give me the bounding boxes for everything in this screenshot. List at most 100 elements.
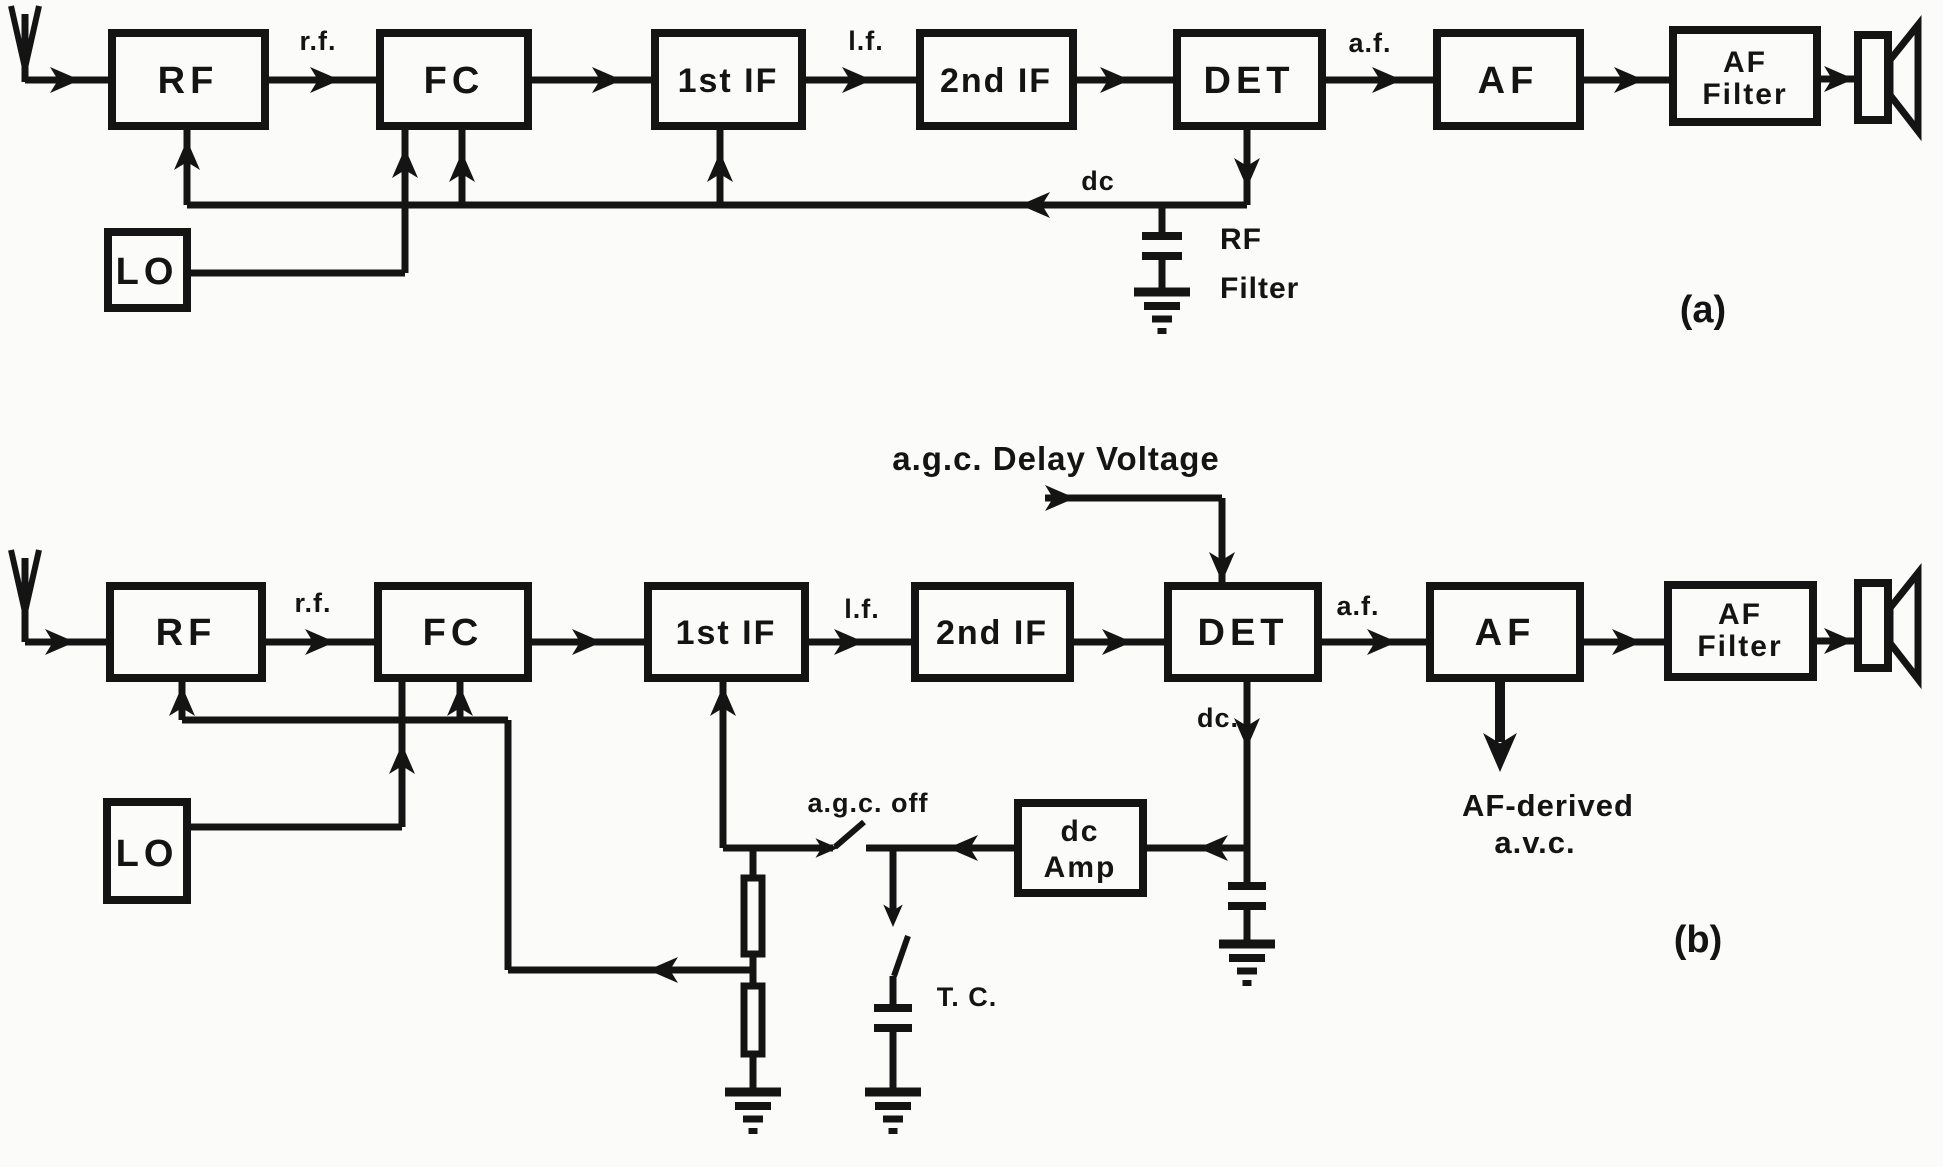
resistor-body	[740, 874, 766, 958]
block-1st-if-b	[644, 582, 809, 682]
switch-icon	[833, 819, 866, 850]
resistor-icon	[740, 848, 766, 1092]
caption-b: (b)	[1674, 919, 1723, 961]
antenna-icon	[8, 5, 42, 82]
block-label-rf-b: RF	[156, 612, 217, 654]
resistor-body	[740, 982, 766, 1058]
arrowhead	[1614, 67, 1644, 93]
ground-icon	[1219, 939, 1275, 986]
arrowhead	[174, 140, 200, 170]
ground-icon	[725, 1087, 781, 1134]
block-label-lo-b: LO	[116, 833, 179, 875]
switch-blade	[833, 819, 866, 850]
caption-a: (a)	[1680, 289, 1726, 331]
diagram-b: RF FC 1st IF 2nd IF DET AF AF Filter LO …	[8, 440, 1922, 1134]
label-af-signal-b: a.f.	[1336, 591, 1379, 621]
arrowhead	[1198, 835, 1228, 861]
block-det-a	[1173, 29, 1326, 130]
arrowhead	[834, 629, 864, 655]
arrowhead	[1372, 67, 1402, 93]
block-label-det-b: DET	[1198, 612, 1289, 654]
block-label-af-b: AF	[1475, 612, 1536, 654]
block-dc-amp	[1014, 799, 1147, 897]
block-label-2nd-if-b: 2nd IF	[936, 614, 1048, 652]
block-1st-if-a	[651, 29, 806, 130]
arrowhead	[710, 686, 736, 716]
tc-branch	[874, 848, 912, 1092]
arrowhead	[707, 152, 733, 182]
arrowhead	[449, 152, 475, 182]
arrowhead	[592, 67, 622, 93]
arrowhead	[392, 148, 418, 178]
block-det-b	[1164, 582, 1322, 682]
block-lo-b	[103, 798, 191, 904]
arrowhead	[1483, 733, 1517, 772]
arrowhead	[310, 67, 340, 93]
arrowhead	[50, 67, 80, 93]
arrowhead	[1234, 718, 1260, 748]
block-2nd-if-b	[911, 582, 1074, 682]
block-label-2nd-if-a: 2nd IF	[940, 62, 1052, 100]
block-2nd-if-a	[916, 29, 1077, 130]
block-label-fc-b: FC	[423, 612, 484, 654]
label-af-signal-a: a.f.	[1348, 28, 1391, 58]
label-rf-signal-b: r.f.	[294, 588, 331, 618]
block-label-det-a: DET	[1204, 60, 1295, 102]
arrowhead	[1612, 629, 1642, 655]
arrowhead	[1234, 158, 1260, 188]
speaker-icon	[1854, 15, 1922, 142]
label-rf-filter-1: RF	[1220, 223, 1262, 256]
arrowhead	[948, 835, 978, 861]
label-af-derived-1: AF-derived	[1462, 788, 1634, 823]
arrowhead	[1102, 629, 1132, 655]
antenna-icon	[8, 549, 42, 642]
block-rf-a	[108, 29, 269, 130]
arrowhead	[1209, 552, 1235, 582]
label-dc-a: dc	[1081, 166, 1115, 196]
speaker-icon	[1854, 563, 1922, 690]
arrowhead	[1824, 66, 1854, 92]
block-label-dc-amp-1: dc	[1060, 815, 1099, 848]
block-label-af-filter-2-b: Filter	[1697, 630, 1782, 663]
speaker-driver	[1854, 31, 1892, 124]
block-label-af-a: AF	[1478, 60, 1539, 102]
block-af-filter-b	[1664, 581, 1817, 681]
block-label-dc-amp-2: Amp	[1044, 851, 1117, 884]
arrowhead	[648, 957, 678, 983]
arrowhead	[883, 904, 903, 927]
capacitor-icon	[874, 1004, 912, 1032]
arrowhead	[572, 629, 602, 655]
block-lo-a	[104, 228, 191, 312]
ground-icon	[1134, 287, 1190, 334]
switch-blade	[891, 935, 911, 977]
block-label-1st-if-a: 1st IF	[678, 62, 779, 100]
block-label-1st-if-b: 1st IF	[676, 614, 777, 652]
ground-icon	[865, 1087, 921, 1134]
capacitor-icon	[1142, 205, 1182, 292]
block-fc-a	[376, 29, 532, 130]
label-dc-b: dc.	[1197, 703, 1239, 733]
block-af-filter-a	[1669, 26, 1821, 126]
block-fc-b	[374, 582, 532, 682]
block-af-b	[1426, 582, 1584, 682]
capacitor-icon	[1228, 848, 1266, 944]
block-label-rf-a: RF	[158, 60, 219, 102]
label-agc-off: a.g.c. off	[807, 788, 928, 818]
arrowhead	[45, 629, 75, 655]
arrowhead	[842, 67, 872, 93]
arrowhead	[1045, 485, 1075, 511]
arrowhead	[1367, 629, 1397, 655]
block-rf-b	[106, 582, 266, 682]
speaker-horn	[1886, 15, 1922, 142]
arrowhead	[1020, 192, 1050, 218]
arrowhead	[1824, 628, 1854, 654]
label-agc-delay-voltage: a.g.c. Delay Voltage	[892, 440, 1220, 477]
block-label-fc-a: FC	[424, 60, 485, 102]
label-tc: T. C.	[937, 982, 998, 1012]
block-label-af-filter-2-a: Filter	[1702, 78, 1787, 111]
label-if-signal-b: l.f.	[844, 594, 880, 624]
arrowhead	[389, 744, 415, 774]
speaker-driver	[1854, 579, 1892, 672]
block-label-af-filter-1-b: AF	[1718, 598, 1762, 631]
